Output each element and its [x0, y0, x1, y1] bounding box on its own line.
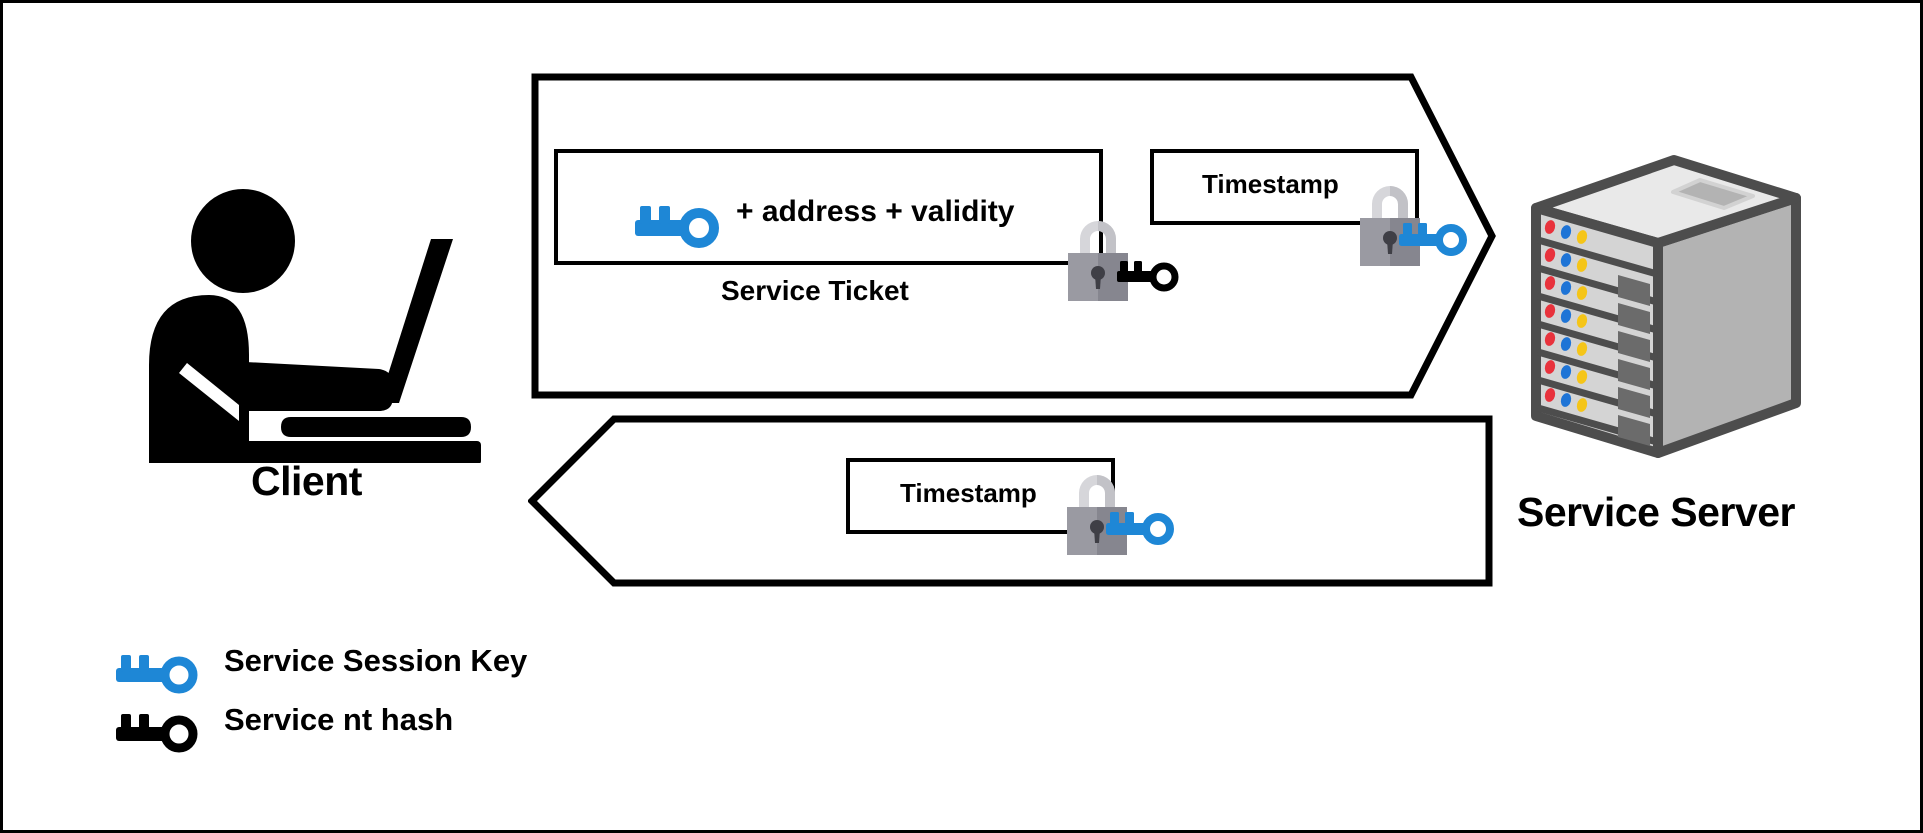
black-key-icon — [116, 706, 200, 759]
black-key-icon — [1117, 253, 1179, 298]
timestamp-label-bottom: Timestamp — [900, 478, 1037, 508]
legend-label-nt-hash: Service nt hash — [224, 702, 454, 737]
legend-label-session-key: Service Session Key — [224, 643, 528, 678]
ticket-contents-text: + address + validity — [736, 195, 1015, 228]
message-arrow-client-to-server — [531, 73, 1496, 399]
blue-key-icon — [1399, 215, 1467, 262]
message-arrow-server-to-client — [528, 415, 1493, 587]
timestamp-label-top: Timestamp — [1202, 169, 1339, 199]
blue-key-icon — [1106, 504, 1174, 551]
person-at-laptop-icon — [131, 173, 491, 468]
authenticator-box-top — [1150, 149, 1419, 225]
server-rack-icon — [1528, 148, 1803, 493]
client-label: Client — [251, 458, 362, 504]
blue-key-icon — [635, 196, 719, 253]
blue-key-icon — [116, 647, 200, 700]
service-ticket-box — [554, 149, 1103, 265]
server-label: Service Server — [1517, 489, 1795, 535]
service-ticket-caption: Service Ticket — [721, 275, 909, 306]
